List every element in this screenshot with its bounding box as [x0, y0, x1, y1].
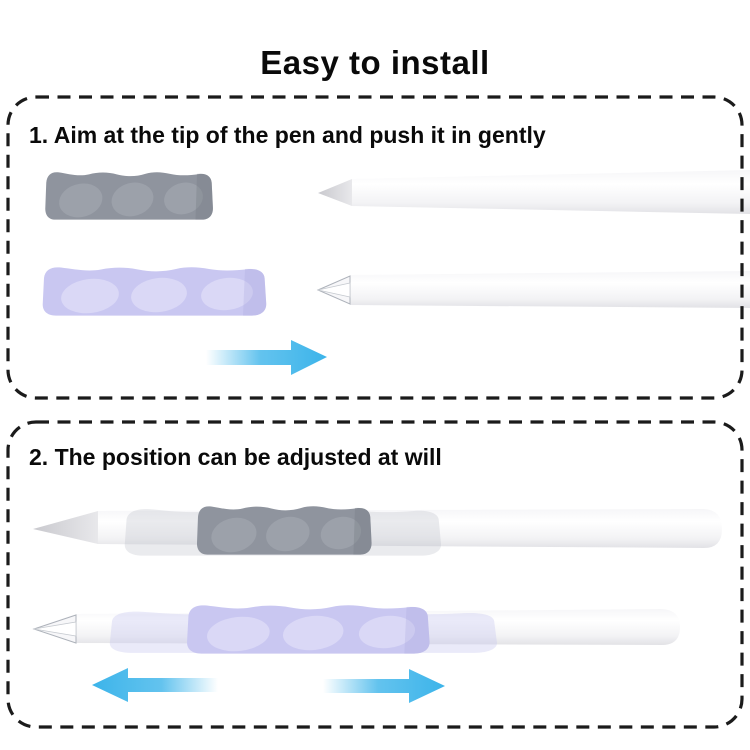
step1-heading: 1. Aim at the tip of the pen and push it… — [29, 122, 546, 148]
pen-tip-image — [316, 271, 750, 308]
pencil-tip-image — [318, 170, 750, 214]
slide-arrow-right-icon — [323, 669, 445, 703]
pencil-with-gray-grip-image — [33, 506, 722, 556]
slide-arrows — [92, 668, 445, 703]
page-title: Easy to install — [260, 44, 490, 81]
gray-grip-image — [45, 172, 213, 221]
push-arrow-right-icon — [206, 340, 327, 375]
purple-grip-image — [42, 267, 267, 317]
slide-arrow-left-icon — [92, 668, 218, 702]
step2-heading: 2. The position can be adjusted at will — [29, 444, 442, 470]
